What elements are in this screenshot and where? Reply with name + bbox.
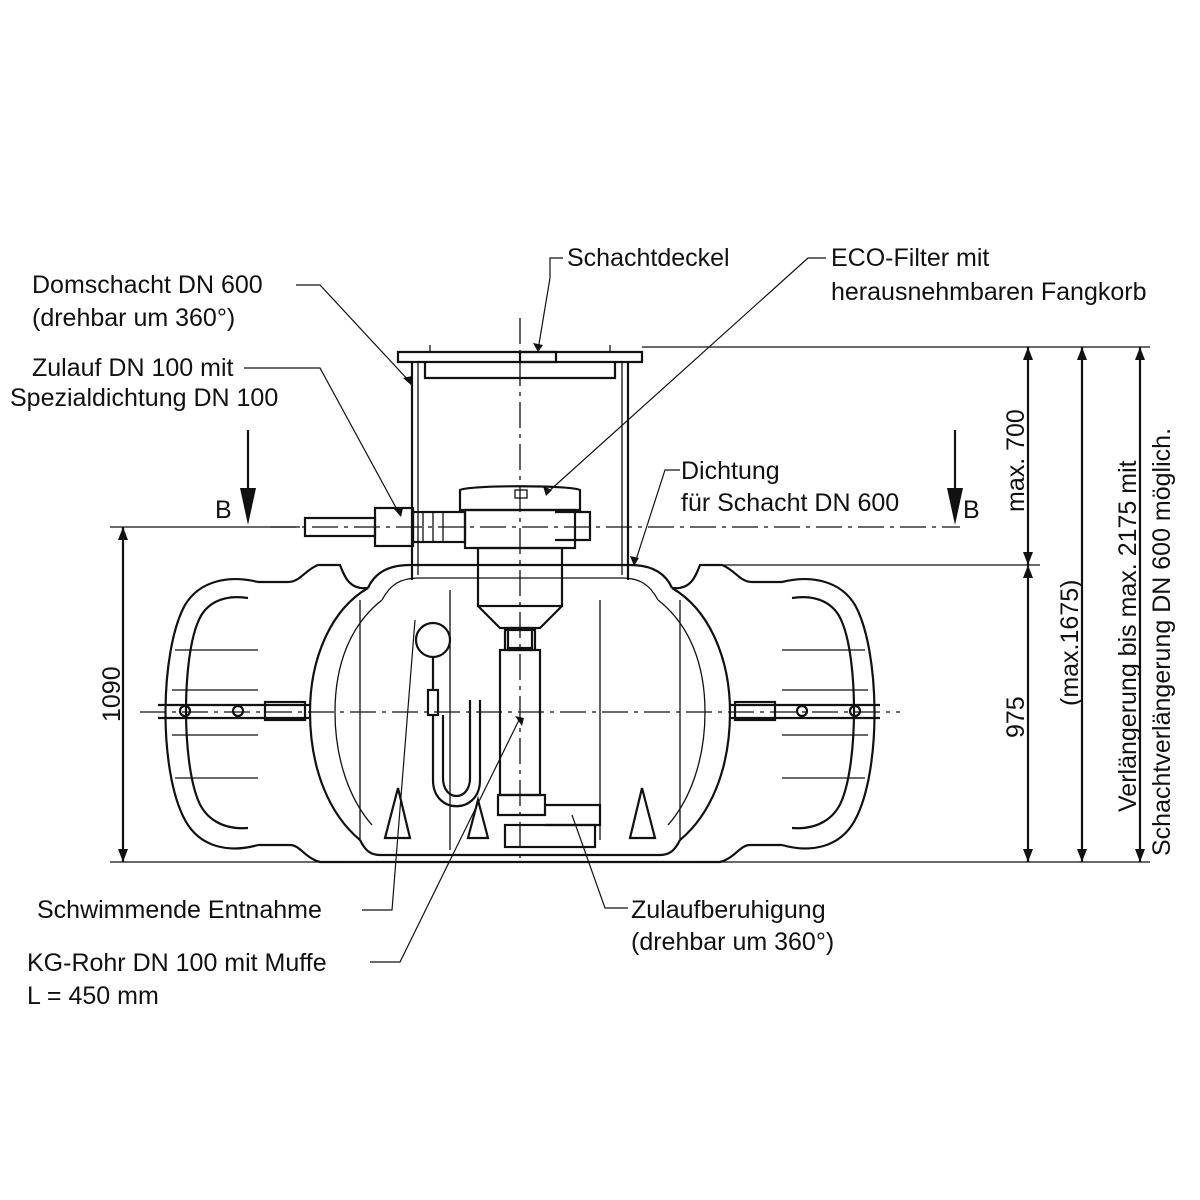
floating-extraction: [414, 621, 602, 849]
dome-shaft: [396, 345, 644, 580]
inlet-pipe: [303, 506, 467, 548]
dim-max-700: max. 700: [1002, 409, 1030, 512]
label-zulaufberuhigung-1: Zulaufberuhigung: [631, 896, 826, 924]
dim-height-total: 1090: [98, 666, 126, 722]
label-domschacht-1: Domschacht DN 600: [32, 271, 263, 299]
label-schachtdeckel: Schachtdeckel: [567, 244, 730, 272]
dim-max-1675: (max.1675): [1056, 580, 1084, 706]
label-eco-filter-1: ECO-Filter mit: [831, 244, 989, 272]
section-markers: B B: [215, 430, 980, 525]
label-schwimmende-entnahme: Schwimmende Entnahme: [37, 896, 322, 924]
label-zulaufberuhigung-2: (drehbar um 360°): [631, 928, 834, 956]
eco-filter: [458, 485, 592, 650]
label-kg-rohr-1: KG-Rohr DN 100 mit Muffe: [27, 949, 327, 977]
label-dichtung-2: für Schacht DN 600: [681, 489, 899, 517]
label-dichtung-1: Dichtung: [681, 457, 780, 485]
label-zulauf-1: Zulauf DN 100 mit: [32, 354, 234, 382]
leader-lines: [244, 257, 826, 963]
dim-extension-2: Schachtverlängerung DN 600 möglich.: [1148, 428, 1176, 856]
section-label-right: B: [963, 496, 980, 524]
label-eco-filter-2: herausnehmbaren Fangkorb: [831, 278, 1146, 306]
label-kg-rohr-2: L = 450 mm: [27, 982, 159, 1010]
tank-body: [158, 563, 880, 864]
label-zulauf-2: Spezialdichtung DN 100: [10, 384, 278, 412]
dimension-lines: [110, 346, 1150, 863]
section-label-left: B: [215, 496, 232, 524]
labels: Schachtdeckel ECO-Filter mit herausnehmb…: [10, 244, 1146, 1010]
dim-extension-1: Verlängerung bis max. 2175 mit: [1114, 460, 1142, 812]
dim-975: 975: [1002, 696, 1030, 738]
dimension-labels: 1090 max. 700 975 (max.1675) Verlängerun…: [98, 409, 1176, 856]
label-domschacht-2: (drehbar um 360°): [32, 304, 235, 332]
center-lines: [140, 318, 960, 860]
